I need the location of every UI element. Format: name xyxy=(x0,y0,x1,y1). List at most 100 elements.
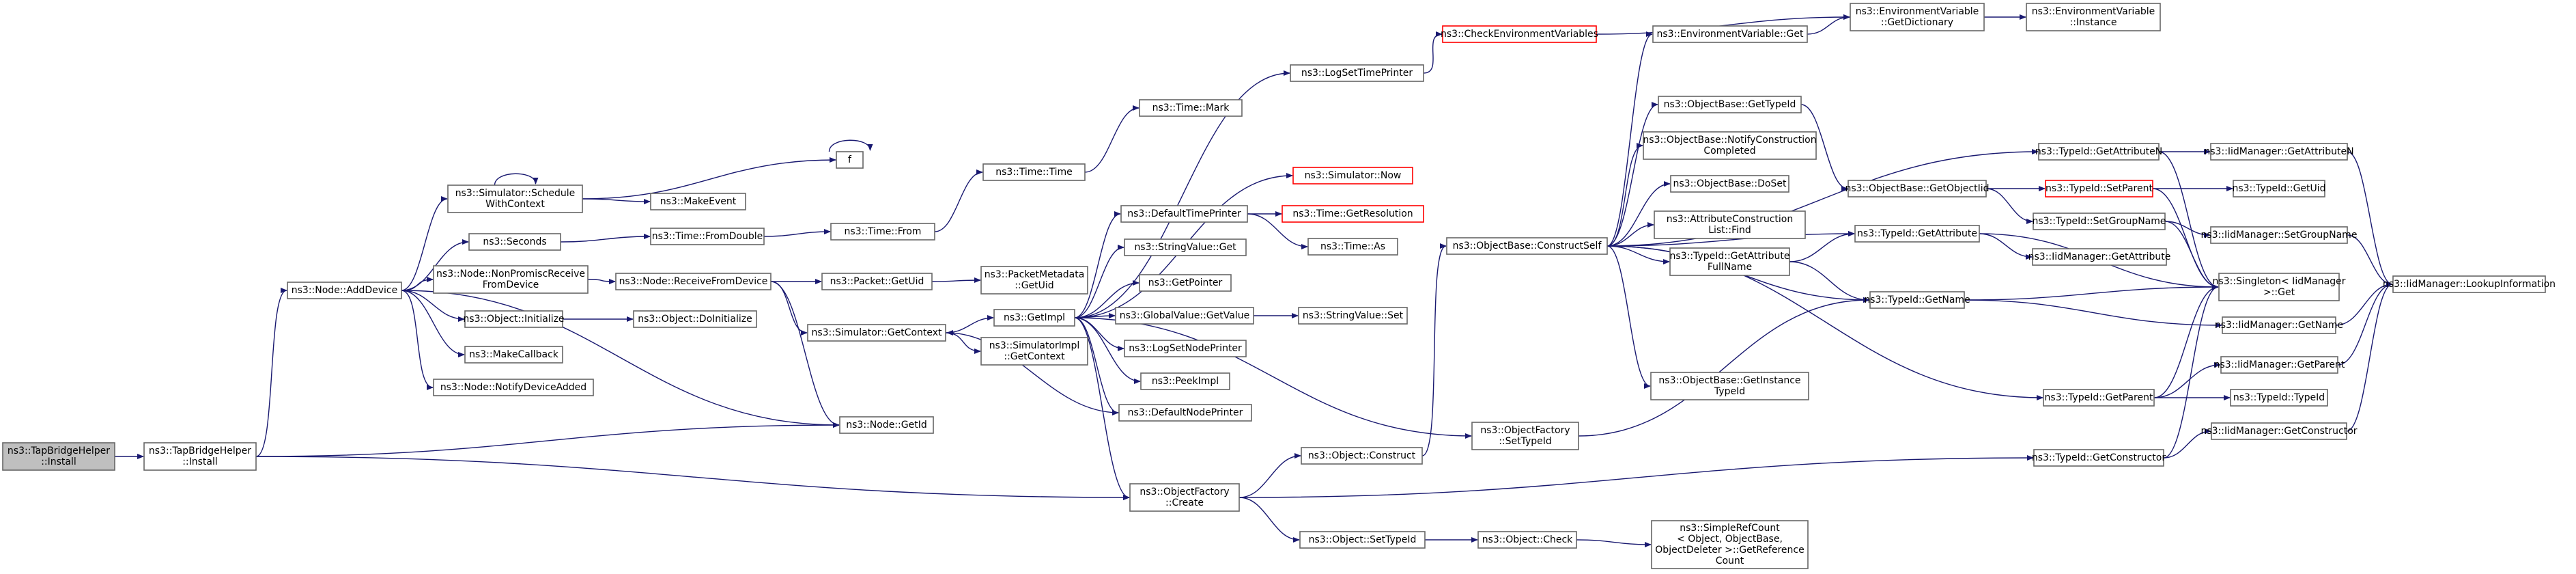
node-ns3-globalvalue-getvalue[interactable]: ns3::GlobalValue::GetValue xyxy=(1115,307,1254,325)
node-ns3-iidmanager-getattributen[interactable]: ns3::IidManager::GetAttributeN xyxy=(2204,143,2354,161)
node-ns3-tapbridgehelper-install[interactable]: ns3::TapBridgeHelper::Install xyxy=(143,442,257,471)
node-ns3-packetmetadata-getuid[interactable]: ns3::PacketMetadata::GetUid xyxy=(980,266,1088,295)
node-ns3-simulator-getcontext[interactable]: ns3::Simulator::GetContext xyxy=(807,324,946,342)
node-box xyxy=(1658,96,1802,113)
node-ns3-typeid-getparent[interactable]: ns3::TypeId::GetParent xyxy=(2043,389,2155,407)
node-ns3-object-settypeid[interactable]: ns3::Object::SetTypeId xyxy=(1299,531,1426,549)
node-label: ns3::Time::Mark xyxy=(1152,102,1230,113)
node-ns3-object-construct[interactable]: ns3::Object::Construct xyxy=(1301,447,1423,465)
node-ns3-typeid-setparent[interactable]: ns3::TypeId::SetParent xyxy=(2045,180,2153,197)
node-ns3-objectbase-doset[interactable]: ns3::ObjectBase::DoSet xyxy=(1670,175,1789,193)
node-ns3-simulatorimpl-getcontext[interactable]: ns3::SimulatorImpl::GetContext xyxy=(980,337,1088,366)
node-ns3-typeid-getattributen[interactable]: ns3::TypeId::GetAttributeN xyxy=(2035,143,2162,161)
node-ns3-peekimpl[interactable]: ns3::PeekImpl xyxy=(1140,372,1230,390)
node-ns3-time-fromdouble[interactable]: ns3::Time::FromDouble xyxy=(650,228,765,245)
node-ns3-getpointer[interactable]: ns3::GetPointer xyxy=(1139,274,1232,292)
node-ns3-node-getid[interactable]: ns3::Node::GetId xyxy=(839,416,934,434)
node-ns3-iidmanager-getattribute[interactable]: ns3::IidManager::GetAttribute xyxy=(2028,248,2171,266)
node-box xyxy=(2392,275,2546,293)
call-edge xyxy=(1074,317,1119,415)
node-box xyxy=(1670,175,1789,193)
node-ns3-iidmanager-getname[interactable]: ns3::IidManager::GetName xyxy=(2215,316,2343,334)
node-ns3-time-getresolution[interactable]: ns3::Time::GetResolution xyxy=(1282,205,1424,223)
node-ns3-time-from[interactable]: ns3::Time::From xyxy=(830,223,935,241)
node-ns3-typeid-getattribute[interactable]: ns3::TypeId::GetAttribute xyxy=(1854,225,1980,243)
node-label: ns3::TypeId::SetParent xyxy=(2046,183,2153,194)
node-ns3-environmentvariable-get[interactable]: ns3::EnvironmentVariable::Get xyxy=(1652,25,1808,43)
node-ns3-objectfactory-settypeid[interactable]: ns3::ObjectFactory::SetTypeId xyxy=(1471,422,1579,450)
node-ns3-objectbase-notifyconstruction-completed[interactable]: ns3::ObjectBase::NotifyConstructionCompl… xyxy=(1643,131,1817,160)
node-box xyxy=(464,310,563,328)
node-ns3-node-adddevice[interactable]: ns3::Node::AddDevice xyxy=(287,282,402,299)
node-ns3-checkenvironmentvariables[interactable]: ns3::CheckEnvironmentVariables xyxy=(1441,25,1598,43)
node-ns3-stringvalue-get[interactable]: ns3::StringValue::Get xyxy=(1124,238,1247,256)
node-ns3-logsettimeprinter[interactable]: ns3::LogSetTimePrinter xyxy=(1290,64,1424,82)
node-ns3-singleton-iidmanager-get[interactable]: ns3::Singleton< IidManager >::Get xyxy=(2213,273,2346,301)
call-edge xyxy=(1964,284,2219,301)
node-ns3-objectbase-getobjectiid[interactable]: ns3::ObjectBase::GetObjectIid xyxy=(1845,180,1990,197)
node-ns3-tapbridgehelper-install[interactable]: ns3::TapBridgeHelper::Install xyxy=(2,442,115,471)
node-box xyxy=(2211,422,2347,440)
call-edge xyxy=(1576,539,1652,547)
node-ns3-makeevent[interactable]: ns3::MakeEvent xyxy=(650,193,746,210)
call-edge xyxy=(255,456,1130,500)
node-box xyxy=(2043,389,2155,407)
node-label: ns3::ObjectBase::NotifyConstruction xyxy=(1643,135,1816,146)
node-ns3-typeid-setgroupname[interactable]: ns3::TypeId::SetGroupName xyxy=(2032,213,2166,230)
node-ns3-packet-getuid[interactable]: ns3::Packet::GetUid xyxy=(821,273,933,290)
node-label: ns3::StringValue::Get xyxy=(1134,242,1236,253)
node-label: ns3::PeekImpl xyxy=(1152,376,1219,387)
node-ns3-objectbase-gettypeid[interactable]: ns3::ObjectBase::GetTypeId xyxy=(1658,96,1802,113)
node-ns3-typeid-getconstructor[interactable]: ns3::TypeId::GetConstructor xyxy=(2032,449,2166,467)
node-box xyxy=(1654,210,1806,239)
node-ns3-node-notifydeviceadded[interactable]: ns3::Node::NotifyDeviceAdded xyxy=(433,379,594,396)
node-ns3-iidmanager-setgroupname[interactable]: ns3::IidManager::SetGroupName xyxy=(2201,226,2358,244)
node-ns3-object-check[interactable]: ns3::Object::Check xyxy=(1477,531,1577,549)
node-ns3-objectfactory-create[interactable]: ns3::ObjectFactory::Create xyxy=(1129,483,1240,512)
node-ns3-iidmanager-lookupinformation[interactable]: ns3::IidManager::LookupInformation xyxy=(2383,275,2556,293)
node-ns3-typeid-typeid[interactable]: ns3::TypeId::TypeId xyxy=(2230,389,2328,407)
node-ns3-time-as[interactable]: ns3::Time::As xyxy=(1307,238,1398,256)
node-ns3-objectbase-constructself[interactable]: ns3::ObjectBase::ConstructSelf xyxy=(1446,237,1608,255)
node-ns3-environmentvariable-getdictionary[interactable]: ns3::EnvironmentVariable::GetDictionary xyxy=(1850,3,1985,31)
node-label: ::SetTypeId xyxy=(1499,436,1552,447)
node-label: ns3::Time::GetResolution xyxy=(1292,208,1413,219)
node-ns3-node-receivefromdevice[interactable]: ns3::Node::ReceiveFromDevice xyxy=(615,273,772,290)
node-ns3-simulator-now[interactable]: ns3::Simulator::Now xyxy=(1292,167,1413,184)
node-ns3-getimpl[interactable]: ns3::GetImpl xyxy=(993,309,1075,327)
node-label: ns3::Object::Construct xyxy=(1308,450,1416,461)
node-ns3-environmentvariable-instance[interactable]: ns3::EnvironmentVariable::Instance xyxy=(2026,3,2161,31)
node-label: ns3::Node::GetId xyxy=(846,420,926,430)
node-ns3-typeid-getuid[interactable]: ns3::TypeId::GetUid xyxy=(2232,180,2326,197)
node-ns3-stringvalue-set[interactable]: ns3::StringValue::Set xyxy=(1298,307,1408,325)
call-edge xyxy=(946,330,1120,413)
node-ns3-object-initialize[interactable]: ns3::Object::Initialize xyxy=(463,310,565,328)
node-ns3-makecallback[interactable]: ns3::MakeCallback xyxy=(464,346,563,364)
node-label: ns3::Object::SetTypeId xyxy=(1309,534,1417,545)
call-edge xyxy=(1607,181,1671,247)
node-ns3-time-time[interactable]: ns3::Time::Time xyxy=(982,163,1086,181)
node-ns3-logsetnodeprinter[interactable]: ns3::LogSetNodePrinter xyxy=(1124,340,1247,357)
node-box xyxy=(1442,25,1597,43)
call-edge xyxy=(1607,245,1670,264)
node-ns3-object-doinitialize[interactable]: ns3::Object::DoInitialize xyxy=(633,310,757,328)
node-ns3-time-mark[interactable]: ns3::Time::Mark xyxy=(1139,99,1243,117)
call-edge xyxy=(931,277,981,284)
node-ns3-iidmanager-getparent[interactable]: ns3::IidManager::GetParent xyxy=(2214,356,2345,374)
node-label: ns3::TypeId::GetConstructor xyxy=(2032,452,2166,463)
node-ns3-seconds[interactable]: ns3::Seconds xyxy=(468,233,561,251)
node-ns3-iidmanager-getconstructor[interactable]: ns3::IidManager::GetConstructor xyxy=(2200,422,2358,440)
call-edge xyxy=(2347,151,2393,287)
node-f[interactable]: f xyxy=(836,151,864,169)
node-ns3-defaultnodeprinter[interactable]: ns3::DefaultNodePrinter xyxy=(1118,404,1252,422)
node-ns3-simplerefcount-object-objectbase-objectdeleter-getreference-count[interactable]: ns3::SimpleRefCount< Object, ObjectBase,… xyxy=(1651,520,1809,569)
node-label: ::Create xyxy=(1165,497,1204,508)
node-ns3-typeid-getname[interactable]: ns3::TypeId::GetName xyxy=(1864,291,1970,309)
node-label: ns3::ObjectFactory xyxy=(1140,487,1229,497)
node-ns3-defaulttimeprinter[interactable]: ns3::DefaultTimePrinter xyxy=(1120,205,1248,223)
